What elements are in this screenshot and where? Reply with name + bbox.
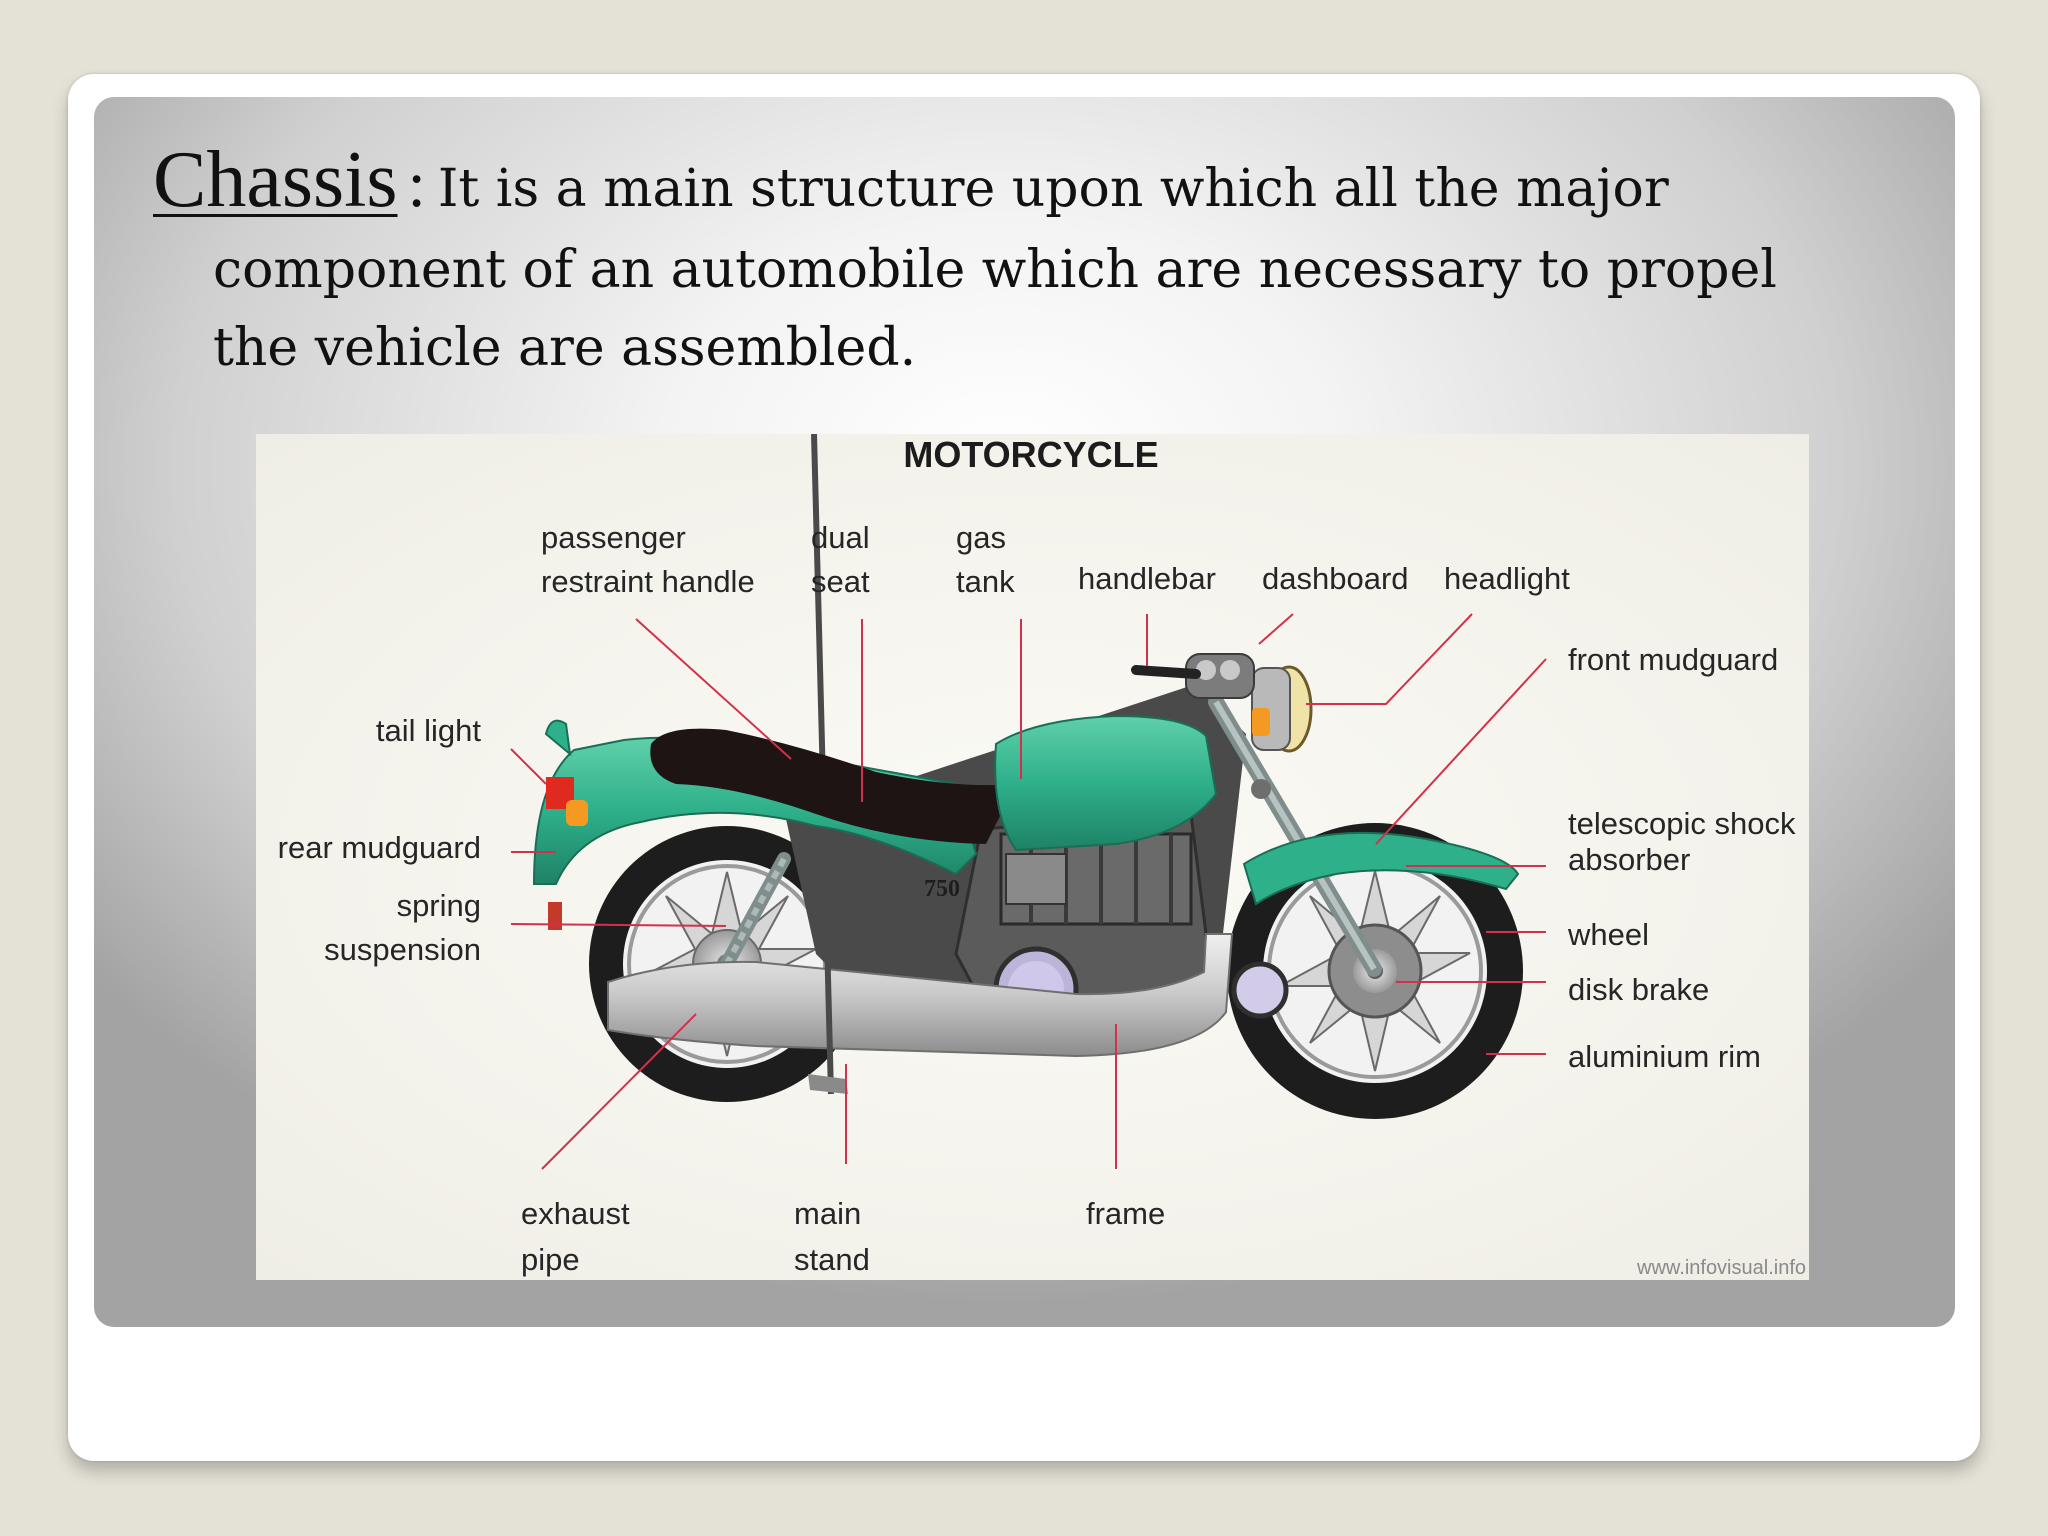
front-cockpit [1131, 653, 1313, 753]
label-disk-brake: disk brake [1568, 972, 1709, 1007]
label-gas: gas [956, 520, 1006, 555]
gas-tank [994, 714, 1218, 852]
slide-text: Chassis:It is a main structure upon whic… [153, 138, 1913, 387]
label-exhaust: exhaust [521, 1196, 630, 1231]
label-absorber: absorber [1568, 842, 1690, 877]
label-wheel: wheel [1567, 917, 1649, 952]
label-frame: frame [1086, 1196, 1165, 1231]
label-passenger: passenger [541, 520, 686, 555]
definition-line-3: the vehicle are assembled. [213, 318, 917, 378]
telescopic-fork [1208, 694, 1382, 977]
definition-line-2: component of an automobile which are nec… [213, 240, 1777, 300]
rear-indicator [566, 800, 588, 826]
model-badge: 750 [924, 876, 960, 902]
leader-lines [510, 613, 1547, 1170]
label-pipe: pipe [521, 1242, 580, 1277]
rear-shock [717, 852, 791, 976]
label-spring: spring [397, 888, 481, 923]
label-rear-mudguard: rear mudguard [278, 830, 481, 865]
label-suspension: suspension [324, 932, 481, 967]
label-main: main [794, 1196, 861, 1231]
definition-text-1: It is a main structure upon which all th… [437, 159, 1669, 219]
label-restraint-handle: restraint handle [541, 564, 755, 599]
label-aluminium-rim: aluminium rim [1568, 1039, 1761, 1074]
label-dual: dual [811, 520, 870, 555]
watermark: www.infovisual.info [1636, 1257, 1806, 1279]
front-mudguard [1242, 831, 1520, 906]
motorcycle-diagram: MOTORCYCLE [256, 434, 1809, 1280]
slide-heading: Chassis [153, 136, 398, 224]
heading-colon: : [407, 148, 426, 221]
exhaust-pipe [607, 933, 1234, 1058]
label-tail-light: tail light [376, 713, 481, 748]
dual-seat [650, 728, 1016, 844]
diagram-title: MOTORCYCLE [903, 434, 1158, 475]
label-tank: tank [956, 564, 1015, 599]
label-telescopic-shock: telescopic shock [1568, 806, 1796, 841]
label-headlight: headlight [1444, 561, 1570, 596]
label-seat: seat [811, 564, 870, 599]
main-stand [808, 1074, 848, 1094]
label-handlebar: handlebar [1078, 561, 1216, 596]
label-front-mudguard: front mudguard [1568, 642, 1778, 677]
definition-line-1: Chassis:It is a main structure upon whic… [153, 138, 1913, 231]
label-dashboard: dashboard [1262, 561, 1409, 596]
label-stand: stand [794, 1242, 870, 1277]
